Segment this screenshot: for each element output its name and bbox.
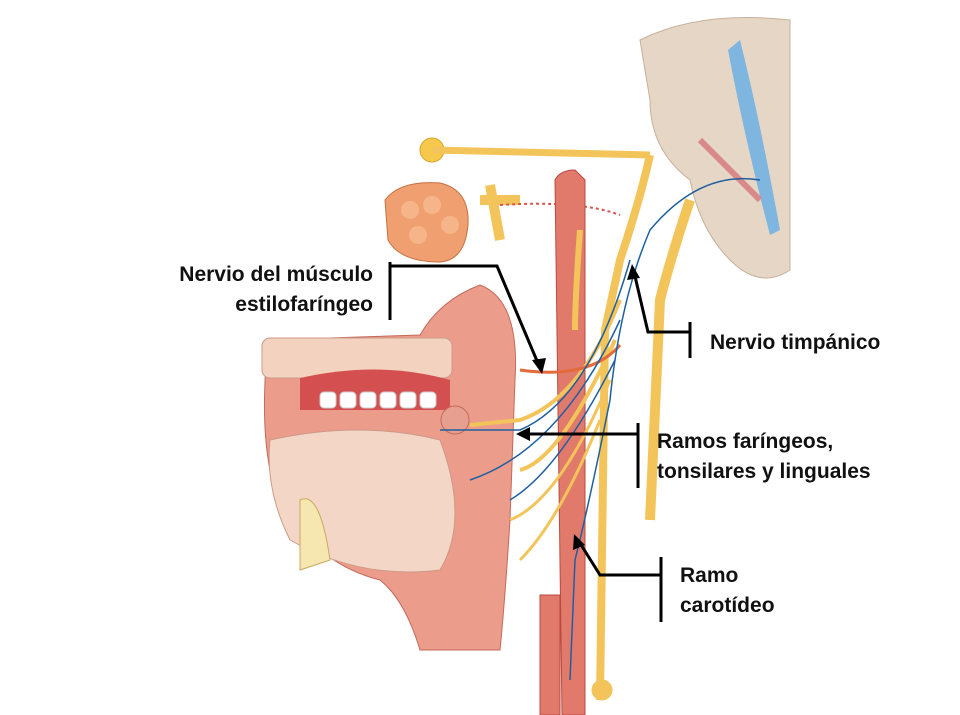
label-pharyngeal-branches: Ramos faríngeos, tonsilares y linguales (657, 427, 871, 487)
label-line: tonsilares y linguales (657, 460, 871, 483)
bracket-branches (526, 423, 640, 488)
head-section (261, 284, 517, 651)
blue-fibers (440, 177, 761, 681)
arrow-tympanic (627, 264, 640, 280)
nerves (469, 154, 695, 701)
brainstem (639, 17, 791, 279)
bracket-stylopharyngeus (388, 262, 542, 369)
parotid-gland (384, 182, 469, 263)
bracket-tympanic (632, 271, 692, 358)
label-carotid-branch: Ramo carotídeo (680, 561, 775, 621)
otic-ganglion (419, 137, 651, 241)
label-line: Ramos faríngeos, (657, 430, 834, 453)
label-stylopharyngeus-nerve: Nervio del músculo estilofaríngeo (179, 260, 373, 320)
arrowheads (516, 264, 640, 550)
label-line: carotídeo (680, 594, 775, 617)
leader-lines (388, 262, 692, 622)
label-tympanic-nerve: Nervio timpánico (710, 328, 880, 358)
bracket-carotid (576, 539, 663, 622)
arrow-branches (516, 427, 530, 441)
arrow-carotid (573, 534, 585, 550)
arrow-stylopharyngeus (532, 358, 546, 374)
label-line: Nervio del músculo (179, 263, 373, 286)
label-line: Nervio timpánico (710, 331, 881, 354)
label-line: estilofaríngeo (235, 293, 373, 316)
label-line: Ramo (680, 564, 739, 587)
